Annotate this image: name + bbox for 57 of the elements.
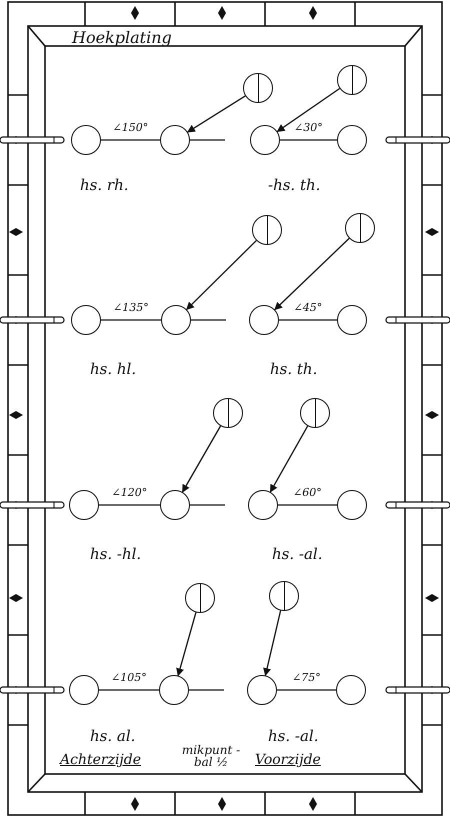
ball	[249, 305, 279, 335]
ball	[160, 125, 190, 155]
line	[280, 139, 337, 141]
striped-ball	[269, 581, 299, 611]
ball	[337, 305, 367, 335]
shot-caption: hs. rh.	[80, 176, 128, 194]
striped-ball	[252, 215, 282, 245]
shot-caption: hs. hl.	[90, 360, 136, 378]
line	[101, 139, 160, 141]
side-label: Voorzijde	[255, 752, 321, 768]
striped-ball	[345, 213, 375, 243]
line	[190, 504, 225, 506]
ball	[71, 125, 101, 155]
line	[99, 504, 160, 506]
ball	[247, 675, 277, 705]
side-label: Achterzijde	[60, 752, 142, 768]
line	[279, 319, 337, 321]
shot-caption: hs. th.	[270, 360, 318, 378]
line	[191, 319, 226, 321]
arrow	[270, 426, 308, 493]
ball	[159, 675, 189, 705]
note: mikpunt -bal ½	[180, 744, 242, 768]
striped-ball	[337, 65, 367, 95]
shot-caption: hs. -al.	[268, 727, 318, 745]
line	[190, 139, 225, 141]
arrow	[263, 610, 282, 676]
arrow	[274, 238, 350, 310]
arrow	[186, 240, 257, 310]
shot-caption: -hs. th.	[268, 176, 320, 194]
line	[278, 504, 337, 506]
line	[101, 319, 161, 321]
ball	[337, 125, 367, 155]
arrow	[182, 426, 222, 493]
striped-ball	[243, 73, 273, 103]
shot-caption: hs. al.	[90, 727, 136, 745]
ball	[250, 125, 280, 155]
ball	[248, 490, 278, 520]
ball	[71, 305, 101, 335]
arrow	[176, 612, 197, 676]
ball	[337, 490, 367, 520]
line	[189, 689, 224, 691]
ball	[161, 305, 191, 335]
striped-ball	[300, 398, 330, 428]
title: Hoekplating	[72, 28, 172, 47]
ball	[69, 675, 99, 705]
line	[277, 689, 336, 691]
line	[99, 689, 159, 691]
angle-label: ∠30°	[292, 122, 325, 134]
striped-ball	[213, 398, 243, 428]
ball	[69, 490, 99, 520]
striped-ball	[185, 583, 215, 613]
shot-caption: hs. -hl.	[90, 545, 142, 563]
shot-caption: hs. -al.	[272, 545, 322, 563]
arrow	[276, 88, 340, 132]
ball	[336, 675, 366, 705]
arrow	[187, 95, 246, 133]
ball	[160, 490, 190, 520]
